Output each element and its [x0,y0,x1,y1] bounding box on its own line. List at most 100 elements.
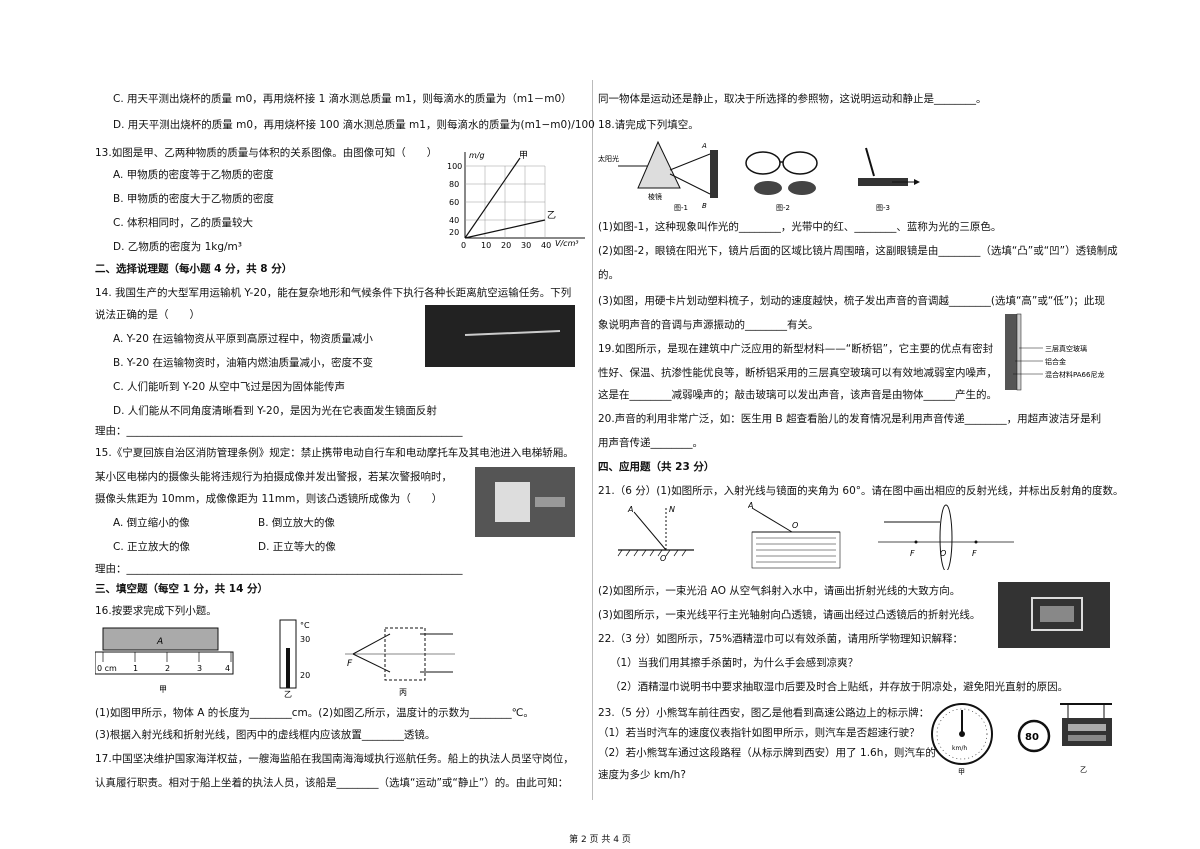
x-tick-0: 0 [461,241,466,250]
q16-parts-1-2: (1)如图甲所示，物体 A 的长度为________cm。(2)如图乙所示，温度… [95,707,534,719]
section-3-heading: 三、填空题（每空 1 分，共 14 分） [95,583,269,595]
q19-stem: 19.如图所示，是现在建筑中广泛应用的新型材料——“断桥铝”，它主要的优点有密封 [598,343,994,355]
q23-part-2-cont: 速度为多少 km/h? [598,769,686,781]
y-tick-60: 60 [449,198,459,207]
q23-stem: 23.（5 分）小熊驾车前往西安，图乙是他看到高速公路边上的标示牌： [598,707,930,719]
q12-option-d: D. 用天平测出烧杯的质量 m0，再用烧杯接 100 滴水测总质量 m1，则每滴… [113,119,595,131]
q12-option-c: C. 用天平测出烧杯的质量 m0，再用烧杯接 1 滴水测总质量 m1，则每滴水的… [113,93,572,105]
water-refraction-figure: A O [748,501,841,569]
thermometer-unit: °C [300,621,310,630]
q16-stem: 16.按要求完成下列小题。 [95,605,217,617]
band-a-label: A [701,142,707,150]
ruler-tick-1: 1 [133,664,138,673]
comb-figure: 图-3 [858,147,920,212]
q23-part-1: （1）若当时汽车的速度仪表指针如图甲所示，则汽车是否超速行驶？ [598,727,920,739]
thermometer-caption: 乙 [284,690,292,698]
x-tick-20: 20 [501,241,511,250]
y-tick-100: 100 [447,162,462,171]
mass-volume-graph: 100 80 60 40 20 0 10 20 30 40 m/g V/cm³ … [447,150,585,250]
q19-stem-2: 性好、保温、抗渗性能优良等，断桥铝采用的三层真空玻璃可以有效地减弱室内噪声， [598,367,997,379]
y-tick-40: 40 [449,216,459,225]
glasses-figure: 图-2 [745,151,818,212]
q14-stem: 14. 我国生产的大型军用运输机 Y-20，能在复杂地形和气候条件下执行各种长距… [95,287,572,299]
object-a-label: A [156,637,163,647]
lens-box-figure: F 丙 [345,627,455,697]
q15-stem: 15.《宁夏回族自治区消防管理条例》规定：禁止携带电动自行车和电动摩托车及其电池… [95,447,574,459]
ruler-tick-4: 4 [225,664,230,673]
q15-reason: 理由：_____________________________________… [95,563,463,575]
y-axis-label: m/g [469,151,485,160]
band-b-label: B [702,202,707,210]
prism-caption: 图-1 [674,204,688,212]
prism-label: 棱镜 [648,192,662,201]
section-4-heading: 四、应用题（共 23 分） [598,461,715,473]
q14-option-b: B. Y-20 在运输物资时，油箱内燃油质量减小，密度不变 [113,357,374,369]
x-axis-label: V/cm³ [555,239,579,248]
window-label-glass: 三层真空玻璃 [1045,344,1087,353]
page-footer: 第 2 页 共 4 页 [569,835,631,845]
speed-limit-value: 80 [1025,732,1039,743]
lens-focus-right: F [972,549,977,558]
speedometer-caption: 甲 [958,768,965,776]
thermometer-tick-20: 20 [300,671,310,680]
section-2-heading: 二、选择说理题（每小题 4 分，共 8 分） [95,263,293,275]
lens-box-caption: 丙 [399,688,407,697]
q17-stem: 17.中国坚决维护国家海洋权益，一艘海监船在我国南海海域执行巡航任务。船上的执法… [95,753,574,765]
q14-option-c: C. 人们能听到 Y-20 从空中飞过是因为固体能传声 [113,381,345,393]
q22-stem: 22.（3 分）如图所示，75%酒精湿巾可以有效杀菌，请用所学物理知识解释： [598,633,964,645]
q18-part-3-cont: 象说明声音的音调与声源振动的________有关。 [598,319,819,331]
q18-part-2: (2)如图-2，眼镜在阳光下，镜片后面的区域比镜片周围暗，这副眼镜是由_____… [598,245,1118,257]
mirror-figure: A N O [617,505,694,562]
water-point-o: O [792,521,798,530]
q13-option-c: C. 体积相同时，乙的质量较大 [113,217,254,229]
ruler-zero-label: 0 cm [97,664,117,673]
q23-part-2: （2）若小熊驾车通过这段路程（从标示牌到西安）用了 1.6h，则汽车的 [598,747,936,759]
q17-continued: 同一物体是运动还是静止，取决于所选择的参照物，这说明运动和静止是________… [598,93,987,105]
q19-stem-3: 这是在________减弱噪声的；敲击玻璃可以发出声音，该声音是由物体_____… [598,389,997,401]
mirror-point-o: O [660,554,666,562]
series-jia-label: 甲 [519,150,528,161]
lens-center-o: O [940,549,946,558]
q22-part-2: （2）酒精湿巾说明书中要求抽取湿巾后要及时合上贴纸，并存放于阴凉处，避免阳光直射… [610,681,1069,693]
ruler-figure: A 0 cm 1 2 3 4 甲 [95,627,234,694]
speedometer-figure: km/h 甲 [931,703,993,776]
column-divider [592,80,593,800]
road-sign-caption: 乙 [1080,766,1087,774]
glasses-caption: 图-2 [776,204,790,212]
alcohol-wipes-photo [998,582,1110,648]
thermometer-figure: °C 30 20 乙 [279,619,310,698]
focus-label: F [347,659,353,669]
q13-stem: 13.如图是甲、乙两种物质的质量与体积的关系图像。由图像可知（ ） [95,147,438,159]
q14-option-a: A. Y-20 在运输物资从平原到高原过程中，物资质量减小 [113,333,373,345]
q22-part-1: （1）当我们用其擦手杀菌时，为什么手会感到凉爽？ [610,657,859,669]
q16-part-3: (3)根据入射光线和折射光线，图丙中的虚线框内应该放置________透镜。 [95,729,436,741]
q20-stem-2: 用声音传递________。 [598,437,703,449]
q21-part-2: (2)如图所示，一束光沿 AO 从空气斜射入水中，请画出折射光线的大致方向。 [598,585,961,597]
ruler-caption: 甲 [159,685,167,694]
window-label-nylon: 混合材料PA66尼龙 [1045,370,1104,379]
elevator-camera-photo [475,467,575,537]
ruler-tick-2: 2 [165,664,170,673]
q14-stem-2: 说法正确的是（ ） [95,309,200,321]
mirror-normal-n: N [669,505,675,514]
q20-stem: 20.声音的利用非常广泛，如：医生用 B 超查看胎儿的发育情况是利用声音传递__… [598,413,1102,425]
q18-stem: 18.请完成下列填空。 [598,119,699,131]
q15-option-b: B. 倒立放大的像 [258,517,335,529]
q18-part-2-cont: 的。 [598,269,619,281]
water-point-a: A [748,501,753,510]
q14-reason: 理由：_____________________________________… [95,425,463,437]
thermometer-tick-30: 30 [300,635,310,644]
q15-option-d: D. 正立等大的像 [258,541,336,553]
sunlight-label: 太阳光 [598,154,619,163]
q13-option-b: B. 甲物质的密度大于乙物质的密度 [113,193,274,205]
q13-option-d: D. 乙物质的密度为 1kg/m³ [113,241,242,253]
prism-figure: 太阳光 棱镜 A B 图-1 [598,140,718,212]
x-tick-40: 40 [541,241,551,250]
convex-lens-figure: F O F [878,504,1014,570]
q21-stem: 21.（6 分）(1)如图所示，入射光线与镜面的夹角为 60°。请在图中画出相应… [598,485,1124,497]
q15-stem-2: 某小区电梯内的摄像头能将违规行为拍摄成像并发出警报，若某次警报响时， [95,471,452,483]
series-yi-label: 乙 [547,210,556,221]
comb-caption: 图-3 [876,204,890,212]
mirror-point-a: A [627,505,633,514]
lens-focus-left: F [910,549,915,558]
